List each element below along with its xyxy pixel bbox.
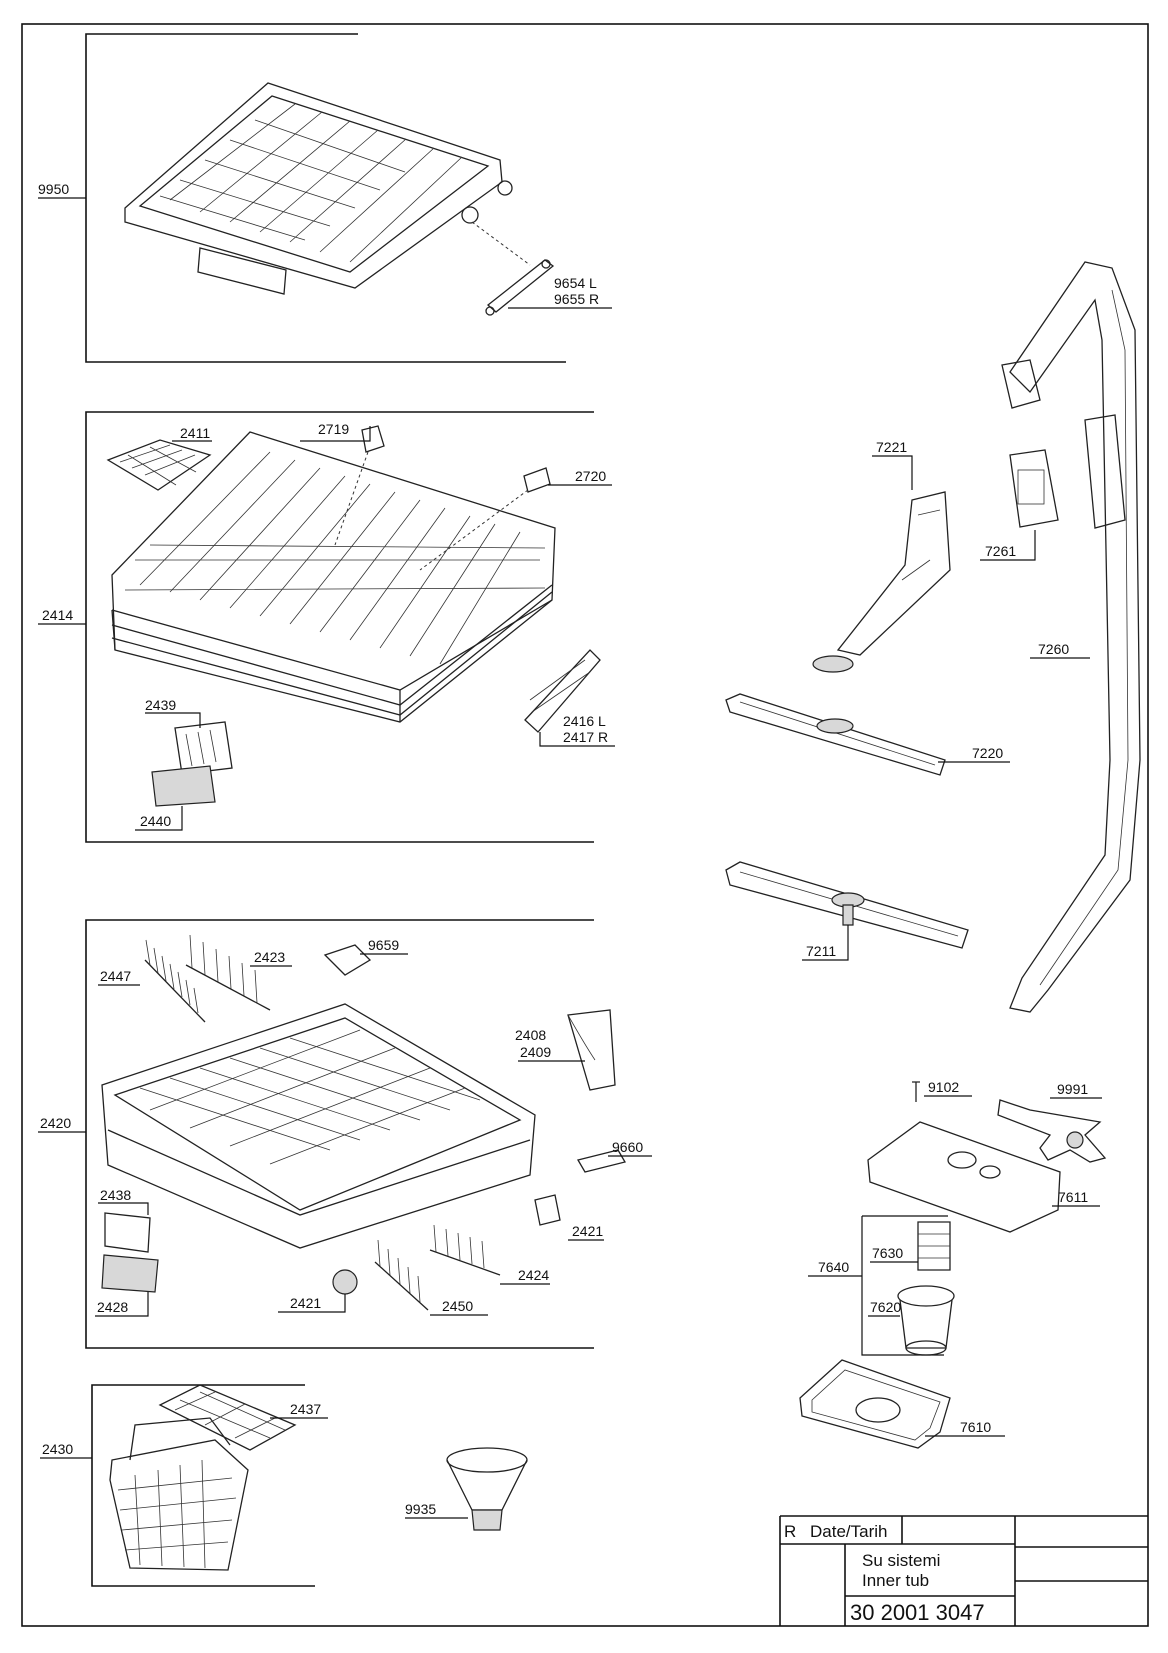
part-9102-screw	[912, 1081, 972, 1102]
group-2430-cutlery-basket	[40, 1384, 328, 1587]
label-2414: 2414	[42, 607, 73, 623]
label-2720: 2720	[575, 468, 606, 484]
label-9991: 9991	[1057, 1081, 1088, 1097]
label-7611: 7611	[1058, 1189, 1088, 1205]
title-block	[779, 1515, 1148, 1626]
label-2437: 2437	[290, 1401, 321, 1417]
label-2430: 2430	[42, 1441, 73, 1457]
part-7261-bracket	[980, 449, 1059, 561]
part-7221-spray-pipe	[812, 455, 951, 673]
label-2450: 2450	[442, 1298, 473, 1314]
label-7220: 7220	[972, 745, 1003, 761]
part-7211-lower-spray-arm	[725, 861, 969, 961]
label-7260: 7260	[1038, 641, 1069, 657]
title-block-date-label: Date/Tarih	[810, 1522, 887, 1541]
group-9950-cutlery-tray	[38, 33, 612, 363]
part-7640-filter-group	[808, 1215, 955, 1356]
label-2421-wheel: 2421	[290, 1295, 321, 1311]
label-2447: 2447	[100, 968, 131, 984]
label-2438: 2438	[100, 1187, 131, 1203]
title-block-drawing-number: 30 2001 3047	[850, 1600, 985, 1625]
group-2414-upper-basket	[38, 411, 615, 843]
label-2411: 2411	[180, 425, 210, 441]
label-2417: 2417 R	[563, 729, 608, 745]
part-9935-funnel	[405, 1447, 528, 1531]
title-block-name-tr: Su sistemi	[862, 1551, 940, 1570]
title-block-name-en: Inner tub	[862, 1571, 929, 1590]
drawing-frame	[21, 23, 1149, 1627]
label-2420: 2420	[40, 1115, 71, 1131]
title-block-rev: R	[784, 1522, 796, 1541]
label-9935: 9935	[405, 1501, 436, 1517]
group-2420-lower-basket	[38, 919, 652, 1349]
label-7261: 7261	[985, 543, 1016, 559]
part-7610-flat-filter	[799, 1359, 1005, 1449]
label-7640: 7640	[818, 1259, 849, 1275]
label-9659: 9659	[368, 937, 399, 953]
part-7220-upper-spray-arm	[725, 693, 1010, 776]
label-7610: 7610	[960, 1419, 991, 1435]
label-7221: 7221	[876, 439, 907, 455]
label-7620: 7620	[870, 1299, 901, 1315]
label-2423: 2423	[254, 949, 285, 965]
label-9950: 9950	[38, 181, 69, 197]
label-2421-clip: 2421	[572, 1223, 603, 1239]
part-7260-water-duct	[1001, 261, 1141, 1013]
label-2416: 2416 L	[563, 713, 606, 729]
part-7611-sump-cover	[867, 1121, 1100, 1233]
label-2428: 2428	[97, 1299, 128, 1315]
label-7211: 7211	[806, 943, 836, 959]
label-7630: 7630	[872, 1245, 903, 1261]
label-2439: 2439	[145, 697, 176, 713]
label-9655: 9655 R	[554, 291, 599, 307]
label-2424: 2424	[518, 1267, 549, 1283]
label-2719: 2719	[318, 421, 349, 437]
label-2440: 2440	[140, 813, 171, 829]
label-2409: 2409	[520, 1044, 551, 1060]
part-9991-fitting	[997, 1097, 1107, 1163]
label-9660: 9660	[612, 1139, 643, 1155]
label-9102: 9102	[928, 1079, 959, 1095]
label-2408: 2408	[515, 1027, 546, 1043]
label-9654: 9654 L	[554, 275, 597, 291]
